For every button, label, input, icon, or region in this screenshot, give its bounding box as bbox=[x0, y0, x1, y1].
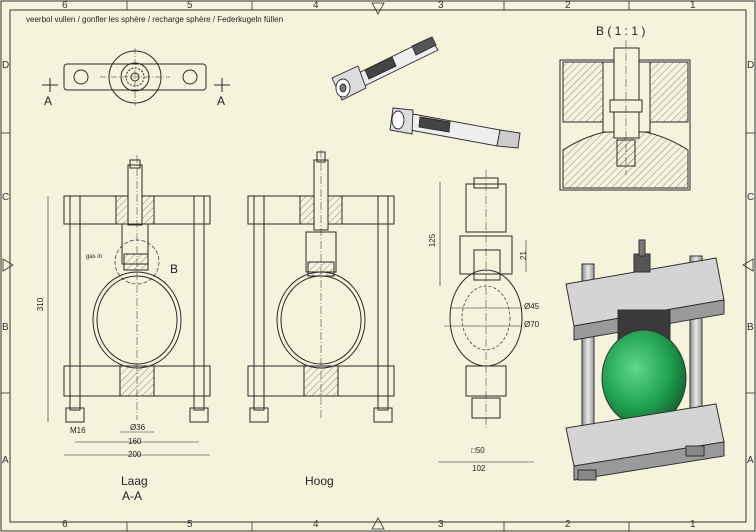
view-label-laag: Laag bbox=[121, 474, 148, 488]
dim-160: 160 bbox=[128, 437, 142, 446]
rod-iso-upper bbox=[331, 36, 439, 101]
front-view-hoog bbox=[247, 150, 395, 423]
zone-right-b: B bbox=[747, 322, 754, 333]
dim-125: 125 bbox=[428, 233, 438, 248]
detail-b-view bbox=[559, 40, 691, 191]
zone-left-d: D bbox=[2, 60, 10, 71]
dim-200: 200 bbox=[128, 450, 142, 459]
detail-marker: B bbox=[170, 262, 179, 276]
section-marker-right: A bbox=[217, 94, 226, 108]
detail-b-title: B ( 1 : 1 ) bbox=[596, 24, 646, 38]
view-label-section: A-A bbox=[122, 489, 143, 503]
zone-bottom-5: 5 bbox=[187, 519, 193, 530]
zone-right-a: A bbox=[747, 455, 754, 466]
dim-dia70: Ø70 bbox=[524, 320, 540, 329]
iso-3d-assembly bbox=[565, 239, 725, 481]
view-label-hoog: Hoog bbox=[305, 474, 334, 488]
drawing-title: veerbol vullen / gonfler les sphère / re… bbox=[26, 15, 284, 24]
zone-top-3: 3 bbox=[438, 0, 444, 11]
dim-dia45: Ø45 bbox=[524, 302, 540, 311]
zone-bottom-2: 2 bbox=[565, 519, 571, 530]
dim-dia36: Ø36 bbox=[130, 423, 146, 432]
dim-102: 102 bbox=[472, 464, 486, 473]
zone-top-1: 1 bbox=[690, 0, 696, 11]
zone-right-c: C bbox=[747, 192, 755, 203]
center-mark-bottom bbox=[371, 517, 385, 530]
zone-left-b: B bbox=[2, 322, 9, 333]
dim-21: 21 bbox=[518, 251, 528, 260]
zone-bottom-1: 1 bbox=[690, 519, 696, 530]
side-view bbox=[438, 170, 534, 463]
rod-iso-lower bbox=[389, 107, 521, 149]
zone-bottom-3: 3 bbox=[438, 519, 444, 530]
dim-310: 310 bbox=[36, 297, 46, 312]
top-view bbox=[42, 48, 230, 106]
zone-right-d: D bbox=[747, 60, 755, 71]
dim-m16: M16 bbox=[70, 426, 86, 435]
zone-left-a: A bbox=[2, 455, 9, 466]
inner-border bbox=[9, 9, 747, 523]
center-mark-right bbox=[742, 258, 754, 272]
zone-left-c: C bbox=[2, 192, 10, 203]
center-mark-left bbox=[2, 258, 14, 272]
center-mark-top bbox=[371, 2, 385, 15]
zone-bottom-4: 4 bbox=[313, 519, 319, 530]
section-marker-left: A bbox=[44, 94, 53, 108]
zone-top-2: 2 bbox=[565, 0, 571, 11]
zone-bottom-6: 6 bbox=[62, 519, 68, 530]
zone-top-6: 6 bbox=[62, 0, 68, 11]
section-view-laag bbox=[47, 155, 211, 456]
gas-in-label: gas in bbox=[86, 254, 103, 260]
zone-top-4: 4 bbox=[313, 0, 319, 11]
zone-top-5: 5 bbox=[187, 0, 193, 11]
dim-square50: □50 bbox=[471, 446, 485, 455]
